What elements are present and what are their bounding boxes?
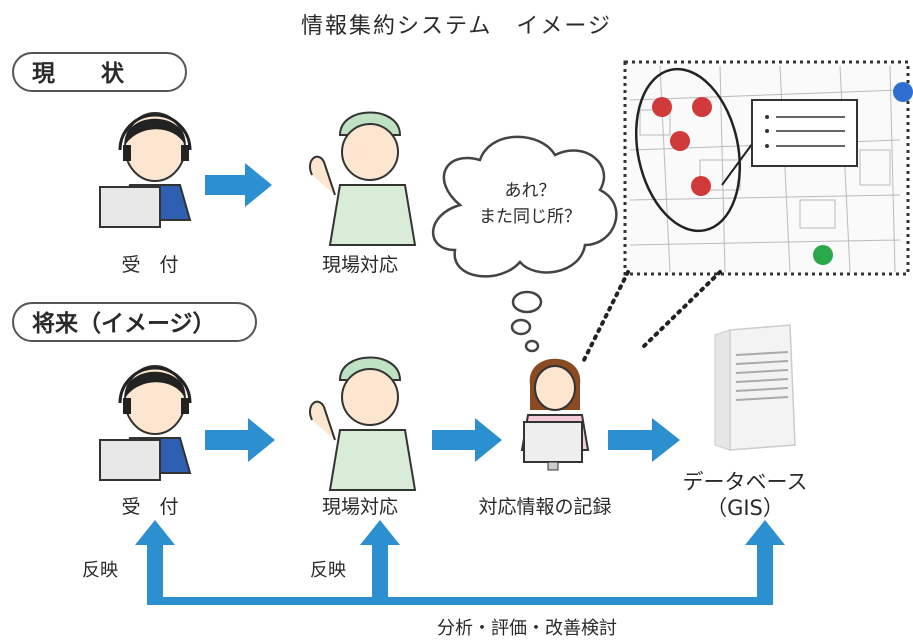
operator-icon: [99, 112, 192, 228]
arrow-current-1: [205, 163, 272, 207]
database-gis-label: （GIS）: [706, 496, 784, 520]
section-current-label: 現 状: [12, 52, 187, 92]
red-marker: [691, 176, 711, 196]
page-title: 情報集約システム イメージ: [301, 14, 612, 39]
red-marker: [692, 97, 712, 117]
current-reception-label: 受 付: [121, 254, 179, 276]
red-marker: [670, 131, 690, 151]
arrow-future-1: [205, 418, 275, 462]
future-reception-label: 受 付: [121, 496, 179, 518]
future-record-label: 対応情報の記録: [478, 496, 612, 518]
arrow-future-3: [608, 418, 680, 462]
red-marker: [652, 97, 672, 117]
map-inset: [623, 60, 913, 276]
thought-bubble-text: あれ？ また同じ所？: [450, 178, 610, 230]
feedback-loop: [135, 520, 785, 605]
blue-marker: [893, 82, 913, 102]
feedback-mid-label: 反映: [310, 560, 346, 581]
thought-line-2: また同じ所？: [479, 207, 581, 227]
database-label: データベース: [682, 470, 808, 494]
callout-lines: [581, 270, 722, 364]
recorder-icon: [520, 358, 590, 471]
thought-line-1: あれ？: [504, 181, 556, 201]
operator-icon: [99, 365, 192, 481]
future-field-label: 現場対応: [321, 496, 398, 518]
database-server-icon: [714, 324, 796, 451]
field-worker-icon: [309, 356, 417, 491]
feedback-left-label: 反映: [82, 560, 118, 581]
arrow-future-2: [432, 418, 502, 462]
thought-bubble: [431, 135, 618, 353]
green-marker: [813, 245, 833, 265]
feedback-bottom-label: 分析・評価・改善検討: [437, 618, 617, 639]
section-future-label: 将来（イメージ）: [12, 302, 257, 342]
current-field-label: 現場対応: [321, 254, 398, 276]
field-worker-icon: [309, 111, 417, 246]
